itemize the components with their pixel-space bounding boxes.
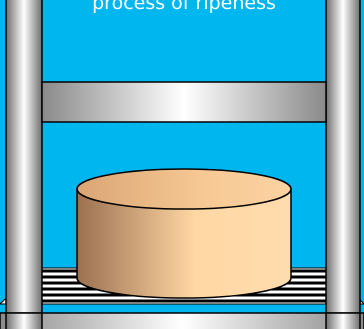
bottom-crossbar bbox=[0, 313, 364, 329]
top-crossbar bbox=[42, 82, 326, 122]
right-post bbox=[326, 0, 360, 329]
cheese-wheel bbox=[77, 169, 291, 298]
left-post bbox=[6, 0, 42, 329]
caption-text: process of ripeness bbox=[92, 0, 276, 14]
